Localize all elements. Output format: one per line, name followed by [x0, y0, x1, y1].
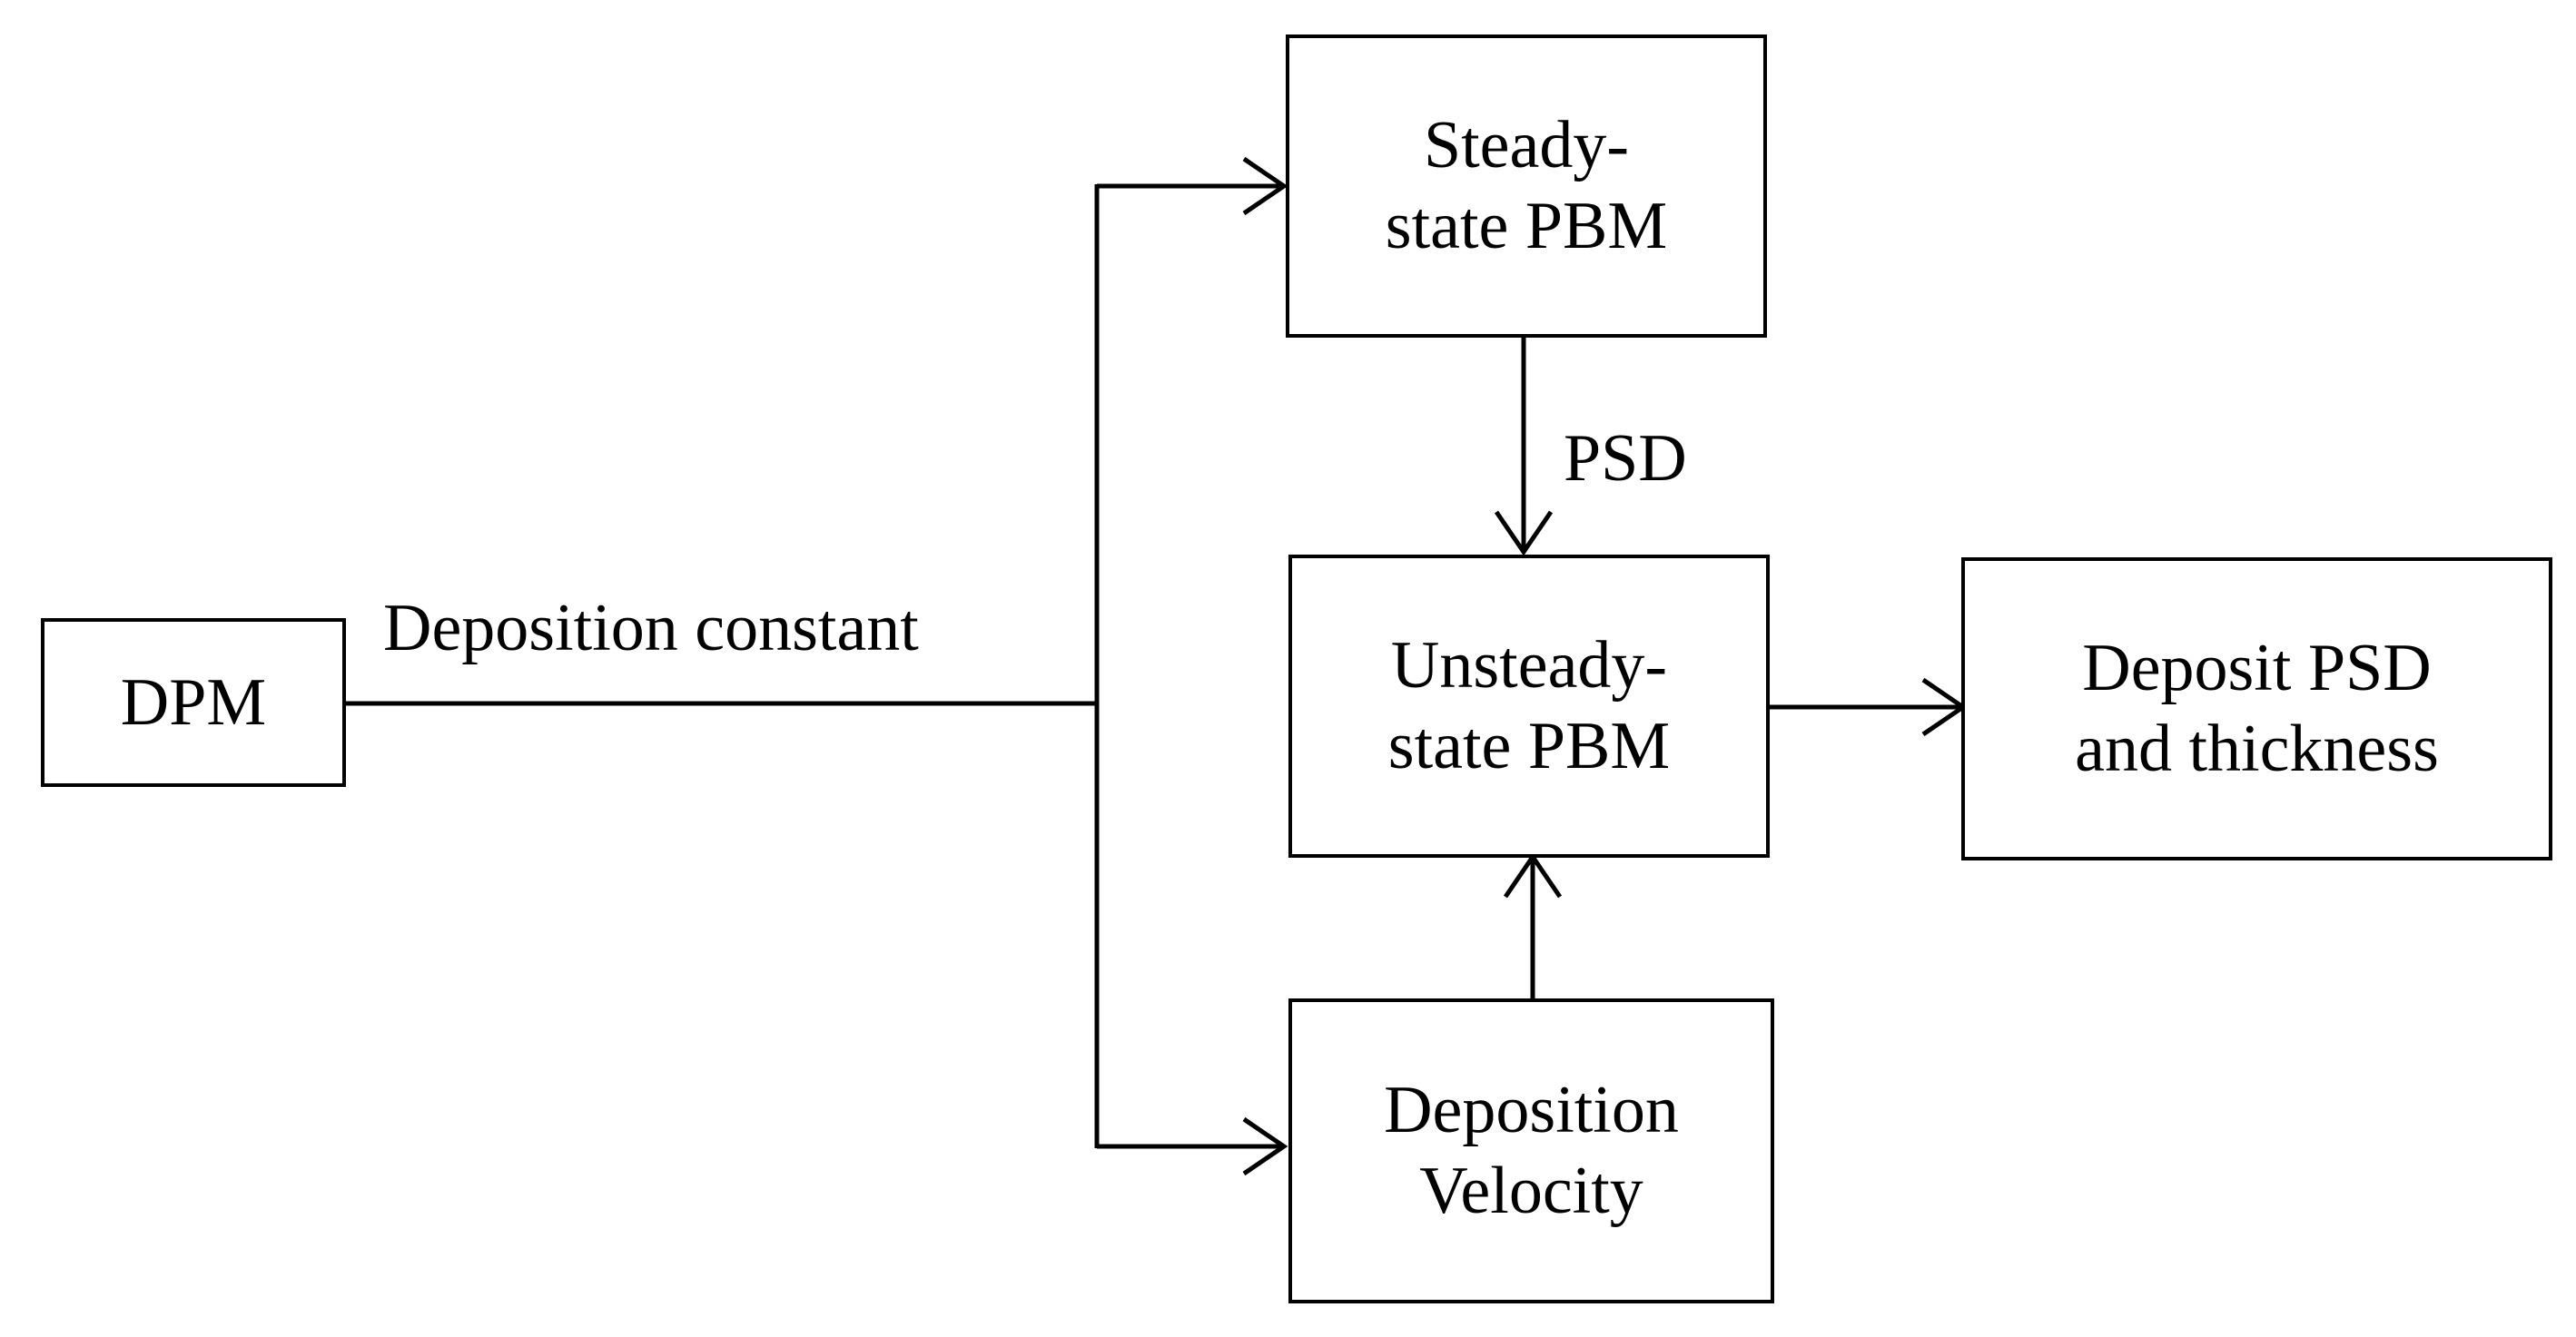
dpm-label: DPM [120, 664, 267, 740]
deposition-velocity-box: Deposition Velocity [1288, 998, 1774, 1303]
dpm-box: DPM [41, 618, 346, 787]
deposit-psd-line-1: Deposit PSD [2082, 631, 2432, 706]
deposition-constant-label: Deposition constant [383, 591, 919, 665]
steady-pbm-line-1: Steady- [1423, 108, 1630, 183]
psd-label: PSD [1564, 421, 1687, 496]
deposit-psd-line-2: and thickness [2075, 712, 2439, 786]
arrowhead-velocity [1242, 1116, 1288, 1176]
arrowhead-steady [1242, 156, 1288, 216]
unsteady-state-pbm-box: Unsteady- state PBM [1288, 555, 1770, 858]
steady-pbm-line-2: state PBM [1385, 189, 1668, 263]
steady-state-pbm-box: Steady- state PBM [1286, 34, 1767, 338]
arrowhead-unsteady-top [1494, 510, 1554, 556]
deposit-psd-box: Deposit PSD and thickness [1961, 557, 2552, 860]
deposition-velocity-line-2: Velocity [1419, 1154, 1643, 1228]
unsteady-pbm-line-1: Unsteady- [1390, 628, 1668, 703]
unsteady-pbm-line-2: state PBM [1387, 709, 1671, 783]
deposition-velocity-line-1: Deposition [1384, 1073, 1679, 1148]
